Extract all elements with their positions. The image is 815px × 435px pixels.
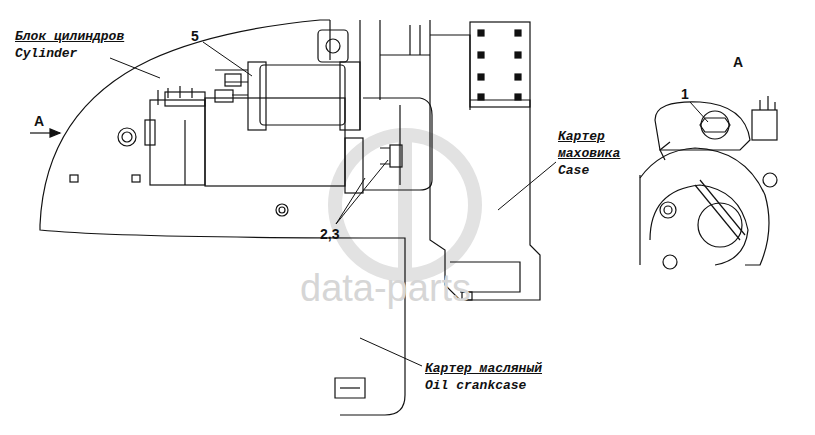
callout-number: 5 <box>191 28 199 45</box>
starter-body <box>205 98 345 186</box>
view-arrow <box>30 129 60 137</box>
part-name: Блок цилиндров <box>15 28 124 45</box>
part-name: Картер масляный <box>425 360 542 377</box>
callout-number: 2,3 <box>320 226 339 243</box>
part-name: Картер маховика <box>558 128 630 162</box>
solenoid <box>260 65 345 125</box>
part-name: Case <box>558 162 589 179</box>
leader-lines <box>110 42 708 366</box>
part-name: Oil crankcase <box>425 377 526 394</box>
view-letter: A <box>34 113 44 130</box>
mount-bolt <box>390 145 402 167</box>
crankcase-outline <box>40 225 405 415</box>
part-name: Cylinder <box>15 45 77 62</box>
view-letter: A <box>733 54 743 71</box>
view-a-detail <box>640 96 777 269</box>
callout-number: 1 <box>681 86 689 103</box>
watermark: data-parts <box>300 280 471 297</box>
flywheel-housing <box>430 100 540 300</box>
